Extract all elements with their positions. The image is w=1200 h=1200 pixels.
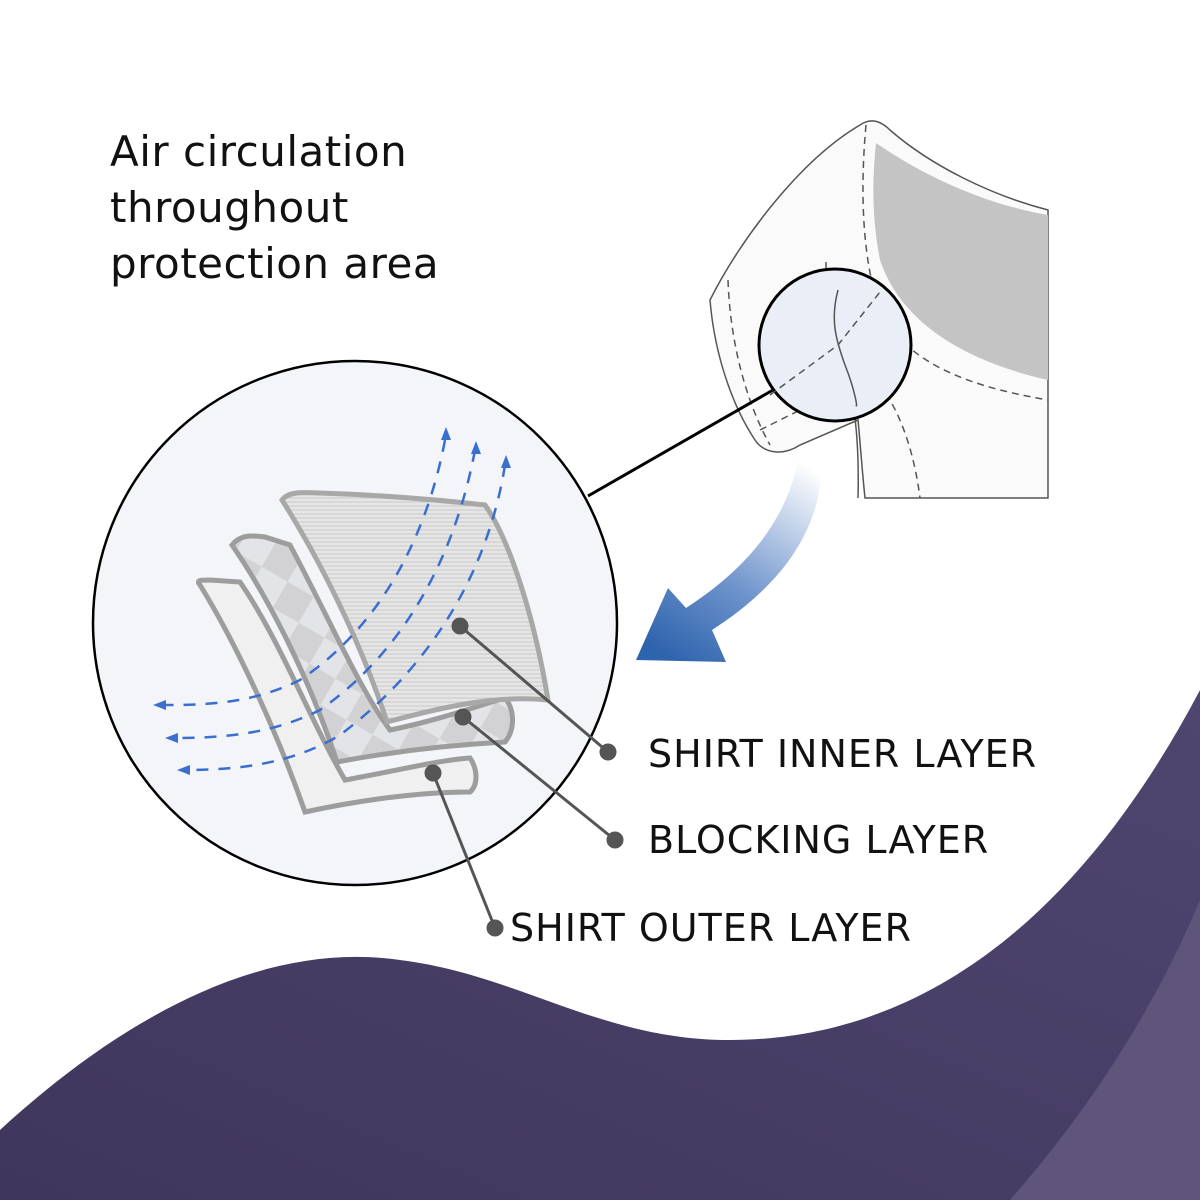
purple-wave-light bbox=[1010, 900, 1200, 1200]
label-shirt-outer-layer: SHIRT OUTER LAYER bbox=[510, 906, 912, 950]
zoom-connector-line bbox=[587, 388, 774, 498]
headline-line: throughout bbox=[110, 183, 349, 232]
headline-line: protection area bbox=[110, 239, 440, 288]
headline-line: Air circulation bbox=[110, 127, 408, 176]
shirt-outer-layer bbox=[196, 577, 479, 815]
curved-arrow-icon bbox=[636, 450, 823, 662]
zoom-source-circle bbox=[757, 267, 913, 423]
label-shirt-inner-layer: SHIRT INNER LAYER bbox=[648, 732, 1038, 776]
label-blocking-layer: BLOCKING LAYER bbox=[648, 818, 990, 862]
headline: Air circulation throughout protection ar… bbox=[110, 124, 439, 292]
airflow-arrowheads bbox=[153, 427, 511, 775]
purple-wave bbox=[0, 690, 1200, 1200]
leader-lines bbox=[424, 617, 624, 937]
airflow-arrows bbox=[159, 439, 507, 772]
